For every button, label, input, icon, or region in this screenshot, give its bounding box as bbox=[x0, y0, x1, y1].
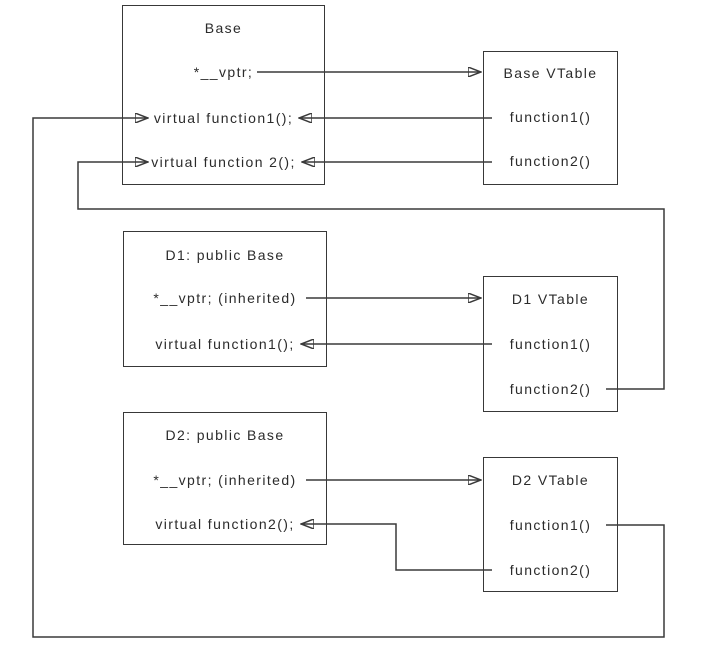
base-box-title: Base bbox=[204, 20, 243, 36]
d1-box-title: D1: public Base bbox=[165, 247, 285, 263]
base-vtable-title: Base VTable bbox=[503, 65, 598, 81]
d2-vtable-function1-label: function1() bbox=[509, 517, 592, 533]
d1-class-box: D1: public Base *__vptr; (inherited) vir… bbox=[123, 231, 327, 367]
d1-function1-label: virtual function1(); bbox=[155, 336, 295, 352]
d2-vptr-label: *__vptr; (inherited) bbox=[153, 472, 297, 488]
d2-vtable-function2-label: function2() bbox=[509, 562, 592, 578]
d1-vtable-title: D1 VTable bbox=[511, 291, 590, 307]
d1-vptr-label: *__vptr; (inherited) bbox=[153, 290, 297, 306]
base-function1-label: virtual function1(); bbox=[153, 110, 294, 126]
base-vtable-box: Base VTable function1() function2() bbox=[483, 51, 618, 185]
d2-box-title: D2: public Base bbox=[165, 427, 285, 443]
d2-class-box: D2: public Base *__vptr; (inherited) vir… bbox=[123, 412, 327, 545]
d1-vtable-box: D1 VTable function1() function2() bbox=[483, 276, 618, 412]
d1-vtable-function2-label: function2() bbox=[509, 381, 592, 397]
base-vtable-function1-label: function1() bbox=[509, 109, 592, 125]
base-vptr-label: *__vptr; bbox=[193, 64, 254, 80]
base-class-box: Base *__vptr; virtual function1(); virtu… bbox=[122, 5, 325, 185]
base-function2-label: virtual function 2(); bbox=[151, 154, 296, 170]
d1-vtable-function1-label: function1() bbox=[509, 336, 592, 352]
d2-function2-label: virtual function2(); bbox=[155, 516, 295, 532]
arrow-d2-vtable-function2-to-d2-function2 bbox=[301, 524, 492, 571]
base-vtable-function2-label: function2() bbox=[509, 153, 592, 169]
d2-vtable-title: D2 VTable bbox=[511, 472, 590, 488]
d2-vtable-box: D2 VTable function1() function2() bbox=[483, 457, 618, 592]
